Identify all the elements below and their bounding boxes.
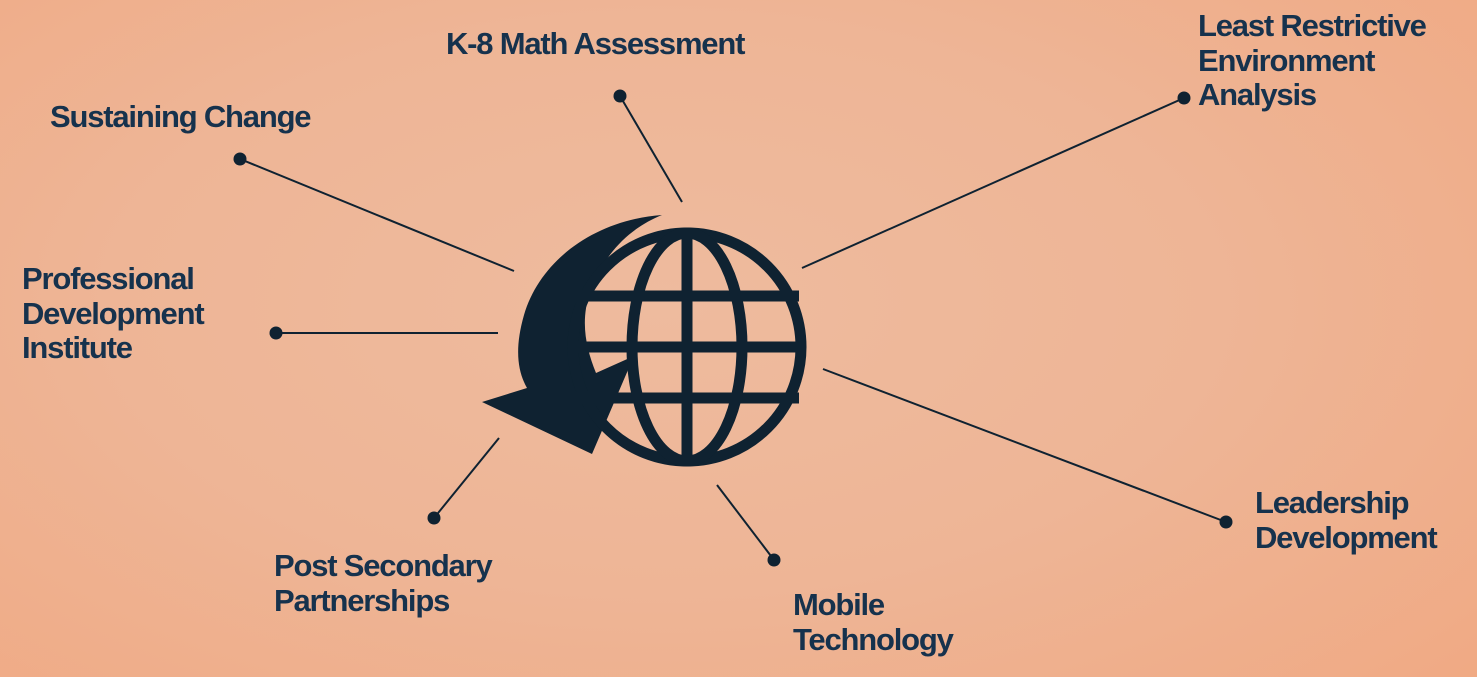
connector-leadership-development xyxy=(822,368,1233,529)
label-least-restrictive: Least Restrictive Environment Analysis xyxy=(1198,8,1427,113)
connector-professional-development xyxy=(269,326,498,340)
label-leadership-development: Leadership Development xyxy=(1255,485,1438,555)
connector-line xyxy=(801,97,1185,269)
connector-post-secondary xyxy=(427,437,500,525)
connector-least-restrictive xyxy=(801,91,1191,269)
connector-dot xyxy=(1177,91,1191,105)
connector-dot xyxy=(613,89,627,103)
connector-dot xyxy=(427,511,441,525)
connector-line xyxy=(716,484,775,561)
label-sustaining-change: Sustaining Change xyxy=(50,99,312,134)
connector-dot xyxy=(233,152,247,166)
connector-line xyxy=(822,368,1227,523)
label-k8-math: K-8 Math Assessment xyxy=(446,26,745,61)
connector-sustaining-change xyxy=(233,152,515,272)
globe-with-curved-arrow-icon xyxy=(482,215,807,467)
globe-icon xyxy=(567,227,807,467)
label-mobile-technology: Mobile Technology xyxy=(793,587,954,657)
connector-line xyxy=(619,95,683,203)
connector-line xyxy=(239,158,515,272)
connector-k8-math xyxy=(613,89,683,203)
label-post-secondary: Post Secondary Partnerships xyxy=(274,548,493,618)
connector-dot xyxy=(767,553,781,567)
label-professional-development: Professional Development Institute xyxy=(22,261,205,366)
connector-dot xyxy=(1219,515,1233,529)
connector-mobile-technology xyxy=(716,484,781,567)
connector-dot xyxy=(269,326,283,340)
connector-line xyxy=(433,437,500,519)
